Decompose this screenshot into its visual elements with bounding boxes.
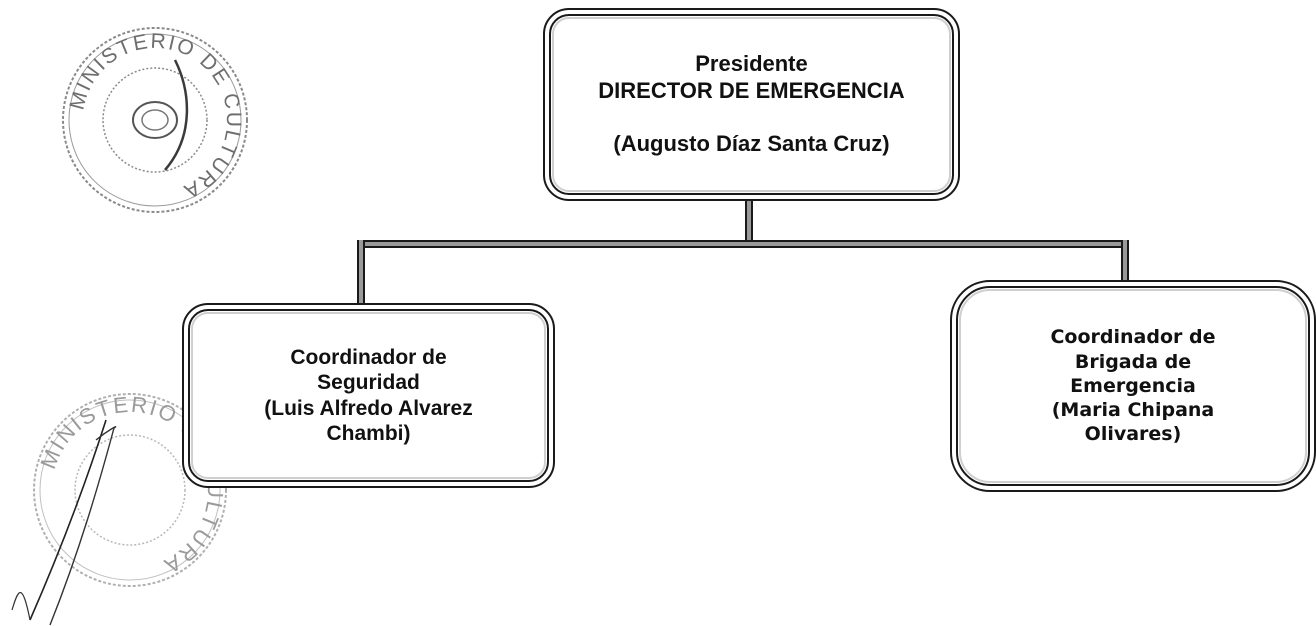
connector-to-security	[357, 240, 365, 304]
brigade-role-line-3: Emergencia	[1070, 374, 1196, 397]
brigade-role-line-2: Brigada de	[1074, 350, 1192, 373]
node-president: Presidente DIRECTOR DE EMERGENCIA (Augus…	[543, 8, 960, 201]
security-name-line-1: (Luis Alfredo Alvarez	[264, 396, 473, 420]
president-role: DIRECTOR DE EMERGENCIA	[598, 78, 905, 104]
node-brigade-coordinator: Coordinador de Brigada de Emergencia (Ma…	[950, 280, 1316, 492]
ministry-seal-top: MINISTERIO DE CULTURA	[55, 20, 255, 220]
connector-to-brigade	[1121, 240, 1129, 300]
brigade-name-line-1: (Maria Chipana	[1051, 399, 1215, 422]
seal-ring-text-top: MINISTERIO DE CULTURA	[66, 30, 244, 204]
node-president-content: Presidente DIRECTOR DE EMERGENCIA (Augus…	[549, 14, 954, 195]
security-name-line-2: Chambi)	[326, 421, 411, 445]
security-role-line-2: Seguridad	[317, 371, 420, 395]
connector-horizontal	[357, 240, 1129, 248]
president-title: Presidente	[695, 51, 808, 77]
node-security-coordinator: Coordinador de Seguridad (Luis Alfredo A…	[182, 303, 555, 488]
node-security-content: Coordinador de Seguridad (Luis Alfredo A…	[188, 309, 549, 482]
brigade-role-line-1: Coordinador de	[1050, 326, 1216, 349]
svg-text:MINISTERIO DE CULTURA: MINISTERIO DE CULTURA	[66, 30, 246, 204]
node-brigade-content: Coordinador de Brigada de Emergencia (Ma…	[956, 286, 1310, 486]
security-role-line-1: Coordinador de	[290, 346, 447, 370]
brigade-name-line-2: Olivares)	[1084, 423, 1182, 446]
president-name: (Augusto Díaz Santa Cruz)	[613, 130, 890, 156]
connector-president-down	[745, 199, 753, 244]
